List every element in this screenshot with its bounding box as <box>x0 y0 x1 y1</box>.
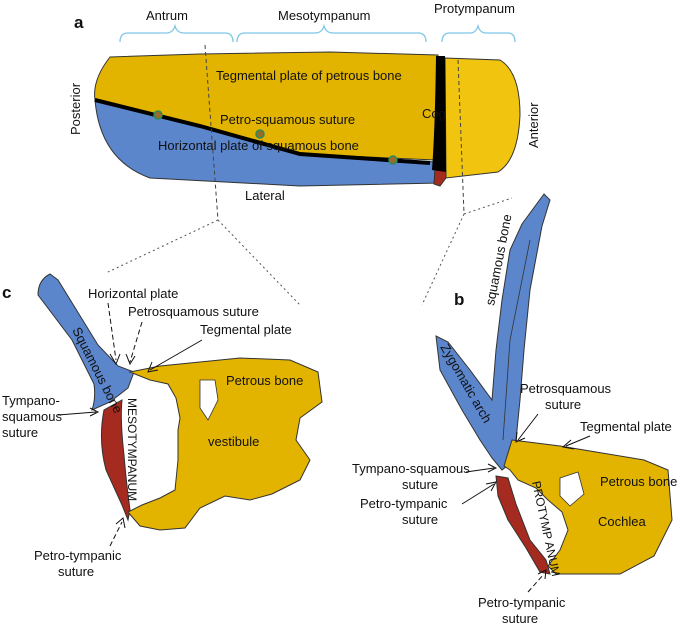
suture-dot <box>153 110 163 120</box>
tympano-squamous-label-c-3: suture <box>2 425 38 440</box>
petro-tympanic-arrow-c <box>109 521 123 547</box>
zoom-connector <box>217 219 301 306</box>
arrowhead <box>115 517 126 529</box>
squamous-bone-shape-b <box>435 193 551 471</box>
lateral-label: Lateral <box>245 188 285 203</box>
petrous-bone-label-b: Petrous bone <box>600 474 677 489</box>
petro-tympanic-upper-label-1: Petro-tympanic <box>360 496 448 511</box>
petro-tympanic-lower-label-2: suture <box>502 611 538 626</box>
petrosquamous-label-b-2: suture <box>545 397 581 412</box>
tegmental-arrow-b <box>565 435 591 447</box>
arrowhead <box>561 439 575 450</box>
squamous-inner-line <box>502 239 531 441</box>
arrowhead <box>147 361 159 373</box>
petro-tympanic-upper-arrow <box>461 483 495 505</box>
suture-dot <box>255 129 265 139</box>
arrowhead <box>109 353 121 366</box>
cog-shape <box>432 56 446 172</box>
petrous-bone-shape-c <box>127 357 323 531</box>
cochlea-cavity <box>559 471 585 507</box>
tegmental-plate-shape <box>94 51 439 161</box>
zoom-connector <box>107 219 219 273</box>
arrowhead <box>515 431 526 443</box>
tympano-squamous-arrow-b <box>465 467 495 473</box>
petrosquamous-arrow-b <box>517 413 539 441</box>
vestibule-label: vestibule <box>208 434 259 449</box>
petro-tympanic-lower-arrow <box>527 573 545 593</box>
cochlea-label: Cochlea <box>598 514 646 529</box>
tegmental-plate-label-b: Tegmental plate <box>580 419 672 434</box>
panel-b-label: b <box>454 290 464 309</box>
panel-c-label: c <box>2 283 11 302</box>
protympanum-label: Protympanum <box>434 1 515 16</box>
posterior-label: Posterior <box>68 82 83 135</box>
tegmental-plate-label-c: Tegmental plate <box>200 322 292 337</box>
protympanum-shape <box>444 57 521 179</box>
panel-c: c Squamous bone Horizontal plate Petrosq… <box>2 273 323 579</box>
arrowhead <box>485 481 497 492</box>
tympanic-bone-shape-c <box>100 399 131 522</box>
petrous-bone-label-c: Petrous bone <box>226 373 303 388</box>
horizontal-plate-label: Horizontal plate of squamous bone <box>158 138 359 153</box>
zoom-connector <box>463 197 513 215</box>
panel-b: b squamous bone Zygomatic arch Petrosqua… <box>352 193 677 626</box>
antrum-label: Antrum <box>146 8 188 23</box>
section-line-b <box>457 59 465 215</box>
vestibule-cavity <box>199 379 219 421</box>
petrous-bone-shape-b <box>503 439 673 575</box>
tympano-squamous-label-c-1: Tympano- <box>2 393 60 408</box>
mesotympanum-bracket <box>236 23 427 43</box>
tympano-squamous-label-b-2: suture <box>402 477 438 492</box>
tegmental-plate-label: Tegmental plate of petrous bone <box>216 68 402 83</box>
arrowhead <box>125 353 136 366</box>
horizontal-plate-arrow-c <box>107 302 117 361</box>
petrosquamous-label-b-1: Petrosquamous <box>520 381 612 396</box>
petro-tympanic-lower-label-1: Petro-tympanic <box>478 595 566 610</box>
suture-dot <box>388 155 398 165</box>
mesotympanum-label: Mesotympanum <box>278 8 370 23</box>
protympanum-bracket <box>441 23 516 43</box>
tympanic-bone-shape-b <box>495 475 551 575</box>
section-line-c <box>204 44 219 221</box>
petrosquamous-arrow-c <box>129 321 143 363</box>
mesotympanum-label-c: MESOTYMPANUM <box>125 398 139 501</box>
petrosquamous-suture-label-c: Petrosquamous suture <box>128 304 259 319</box>
anterior-label: Anterior <box>526 102 541 148</box>
panel-a-label: a <box>74 13 84 32</box>
arrowhead <box>487 463 498 473</box>
cog-label: Cog <box>422 106 446 121</box>
petro-tympanic-upper-label-2: suture <box>402 512 438 527</box>
tympano-squamous-arrow-c <box>57 411 97 416</box>
petro-squamous-suture-label: Petro-squamous suture <box>220 112 355 127</box>
tympano-squamous-label-b-1: Tympano-squamous <box>352 461 470 476</box>
squamous-bone-shape-c <box>37 273 135 411</box>
panel-a: a Antrum Mesotympanum Protympanum Tegmen… <box>68 1 541 306</box>
horizontal-plate-label-c: Horizontal plate <box>88 286 178 301</box>
tegmental-arrow-c <box>149 339 203 371</box>
arrowhead <box>537 569 547 580</box>
petro-tympanic-label-c-1: Petro-tympanic <box>34 548 122 563</box>
petro-tympanic-label-c-2: suture <box>58 564 94 579</box>
arrowhead <box>89 407 100 417</box>
tympano-squamous-label-c-2: squamous <box>2 409 62 424</box>
petro-squamous-suture-line <box>94 98 431 165</box>
zoom-connector <box>421 213 465 306</box>
antrum-bracket <box>119 23 234 43</box>
